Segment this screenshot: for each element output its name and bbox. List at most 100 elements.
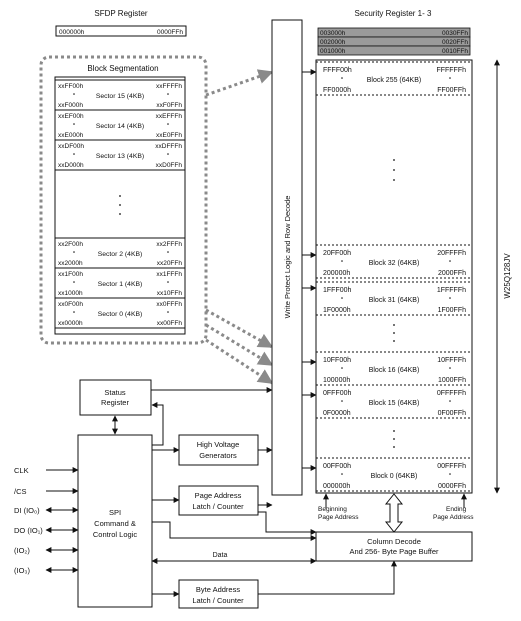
block-top-right-address: 10FFFFh xyxy=(437,357,466,364)
sector-bottom-left-address: xxD000h xyxy=(58,162,84,169)
sector-top-right-address: xxFFFFh xyxy=(156,83,182,90)
sector-bottom-right-address: xxD0FFh xyxy=(156,162,183,169)
logic-connections xyxy=(112,387,397,597)
sector-dot xyxy=(167,281,169,283)
block-dot xyxy=(449,367,451,369)
security-row-end: 0010FFh xyxy=(442,48,468,55)
sector-top-right-address: xx2FFFh xyxy=(156,241,182,248)
column-decode-line1: Column Decode xyxy=(367,537,421,546)
sector-box xyxy=(54,297,186,329)
spi-line3: Control Logic xyxy=(93,530,137,539)
device-part-number: W25Q128JV xyxy=(503,253,512,299)
block-bottom-left-address: 100000h xyxy=(323,377,350,384)
block-bottom-right-address: 0000FFh xyxy=(438,483,466,490)
sfdp-start: 000000h xyxy=(59,29,85,36)
block-dot xyxy=(449,400,451,402)
block-top-left-address: 00FF00h xyxy=(323,463,351,470)
pin-label: DI (IO₀) xyxy=(14,506,40,515)
segmentation-title: Block Segmentation xyxy=(87,64,158,73)
block-dot xyxy=(449,297,451,299)
pin-label: DO (IO₁) xyxy=(14,526,43,535)
block-top-right-address: 20FFFFh xyxy=(437,250,466,257)
data-bus-label: Data xyxy=(213,552,228,559)
segmentation-connectors xyxy=(205,69,274,385)
sector-dot xyxy=(73,153,75,155)
block-dot xyxy=(449,77,451,79)
sector-top-left-address: xx0F00h xyxy=(58,301,83,308)
block-bottom-left-address: 0F0000h xyxy=(323,410,351,417)
page-address-arrows xyxy=(323,493,467,508)
pin-label: /CS xyxy=(14,487,27,496)
sector-dot xyxy=(73,93,75,95)
security-row-start: 001000h xyxy=(320,48,346,55)
sector-label: Sector 1 (4KB) xyxy=(98,281,143,288)
block-bottom-left-address: 200000h xyxy=(323,270,350,277)
block-dot xyxy=(449,260,451,262)
page-address-line2: Latch / Counter xyxy=(192,502,244,511)
byte-address-line2: Latch / Counter xyxy=(192,596,244,605)
sector-top-left-address: xxEF00h xyxy=(58,113,84,120)
sector-box xyxy=(54,139,186,171)
block-label: Block 31 (64KB) xyxy=(369,297,420,304)
sector-label: Sector 2 (4KB) xyxy=(98,251,143,258)
sector-label: Sector 0 (4KB) xyxy=(98,311,143,318)
pin-label: (IO₃) xyxy=(14,566,30,575)
sector-top-left-address: xxFF00h xyxy=(58,83,84,90)
block-bottom-right-address: 2000FFh xyxy=(438,270,466,277)
ending-page-address-line2: Page Address xyxy=(433,514,474,521)
beginning-page-address-line1: Beginning xyxy=(318,506,347,513)
row-decode-label: Write Protect Logic and Row Decode xyxy=(283,196,292,319)
byte-address-line1: Byte Address xyxy=(196,585,240,594)
status-register-line2: Register xyxy=(101,398,129,407)
block-dot xyxy=(341,367,343,369)
sector-top-left-address: xxDF00h xyxy=(58,143,84,150)
security-row-start: 002000h xyxy=(320,39,346,46)
block-bottom-left-address: FF0000h xyxy=(323,87,351,94)
block-bottom-left-address: 1F0000h xyxy=(323,307,351,314)
spi-line2: Command & xyxy=(94,519,136,528)
block-bottom-right-address: FF00FFh xyxy=(437,87,466,94)
sfdp-end: 0000FFh xyxy=(157,29,183,36)
block-top-right-address: 1FFFFFh xyxy=(437,287,466,294)
ending-page-address-line1: Ending xyxy=(446,506,467,513)
block-bottom-right-address: 1F00FFh xyxy=(438,307,467,314)
sector-dot xyxy=(167,251,169,253)
sector-box xyxy=(54,267,186,299)
block-label: Block 16 (64KB) xyxy=(369,367,420,374)
status-register-box xyxy=(79,379,152,416)
block-dot xyxy=(341,260,343,262)
pin-label: CLK xyxy=(14,466,29,475)
sector-top-right-address: xx1FFFh xyxy=(156,271,182,278)
sector-label: Sector 13 (4KB) xyxy=(96,153,144,160)
block-bottom-right-address: 0F00FFh xyxy=(438,410,467,417)
spi-line1: SPI xyxy=(109,508,121,517)
block-top-left-address: 20FF00h xyxy=(323,250,351,257)
sector-top-right-address: xxDFFFh xyxy=(155,143,182,150)
block-label: Block 0 (64KB) xyxy=(371,473,418,480)
sector-top-left-address: xx2F00h xyxy=(58,241,83,248)
block-dot xyxy=(341,400,343,402)
block-bottom-left-address: 000000h xyxy=(323,483,350,490)
block-top-right-address: 00FFFFh xyxy=(437,463,466,470)
page-address-line1: Page Address xyxy=(195,491,242,500)
security-row-end: 0030FFh xyxy=(442,30,468,37)
sector-dot xyxy=(167,123,169,125)
block-bottom-right-address: 1000FFh xyxy=(438,377,466,384)
sector-label: Sector 14 (4KB) xyxy=(96,123,144,130)
sector-bottom-left-address: xxE000h xyxy=(58,132,84,139)
sector-dot xyxy=(167,153,169,155)
row-decode-box xyxy=(271,19,303,496)
block-top-right-address: FFFFFFh xyxy=(436,67,466,74)
block-dot xyxy=(449,473,451,475)
array-column-double-arrow xyxy=(384,493,404,533)
high-voltage-line1: High Voltage xyxy=(197,440,240,449)
array-ellipsis xyxy=(393,159,395,448)
security-register-row xyxy=(317,45,471,56)
beginning-page-address-line2: Page Address xyxy=(318,514,359,521)
sector-bottom-right-address: xx10FFh xyxy=(157,290,183,297)
